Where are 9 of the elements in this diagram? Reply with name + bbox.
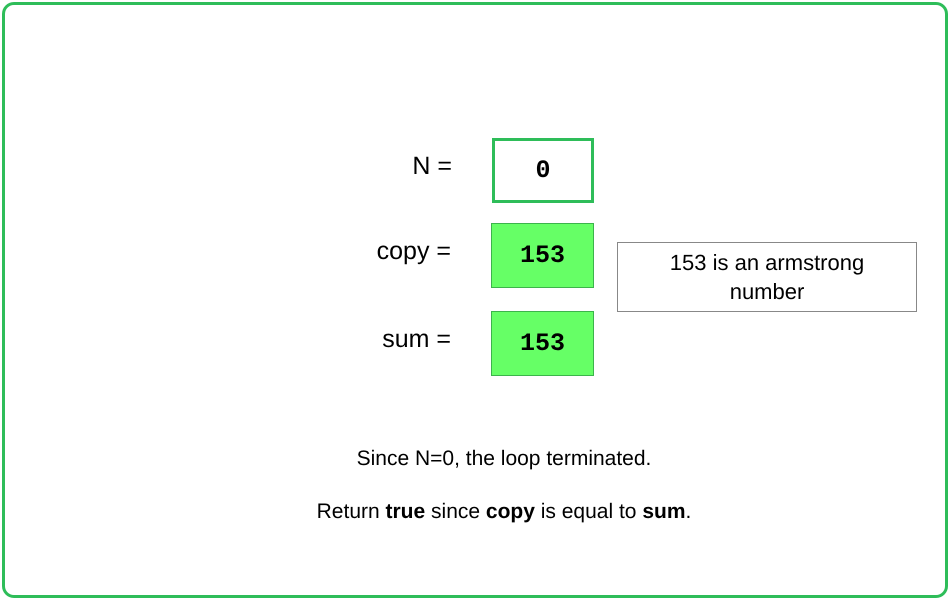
explanation-text: Return true since copy is equal to sum. bbox=[316, 499, 692, 525]
value-box: 153 bbox=[491, 311, 594, 376]
explanation-text: Since N=0, the loop terminated. bbox=[356, 446, 652, 472]
note-box: 153 is an armstrong number bbox=[617, 242, 917, 312]
value-box: 0 bbox=[492, 138, 594, 203]
value-box: 153 bbox=[491, 223, 594, 288]
variable-label: copy = bbox=[376, 236, 451, 266]
variable-label: sum = bbox=[382, 324, 451, 354]
variable-label: N = bbox=[412, 150, 452, 180]
